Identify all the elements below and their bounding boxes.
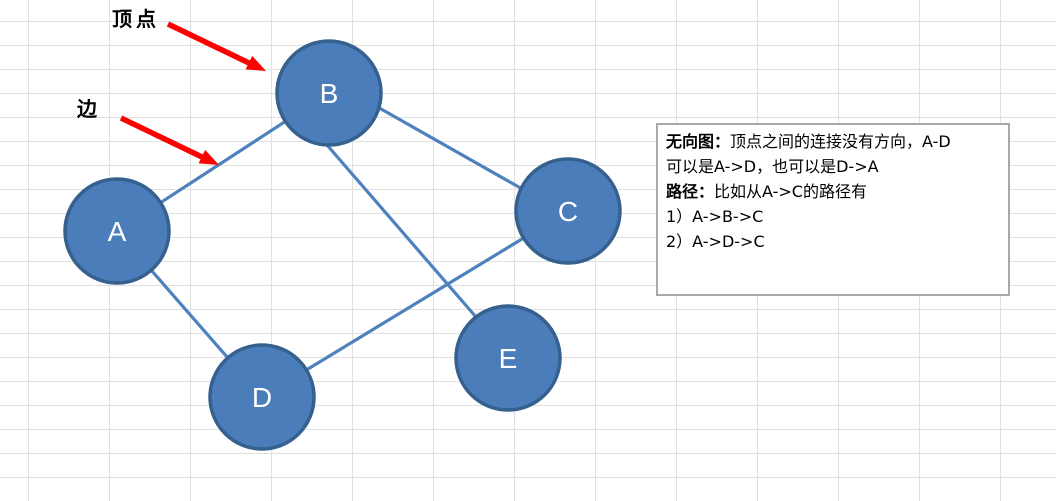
node-label-D: D: [252, 382, 272, 413]
vertex-callout-label: 顶点: [112, 7, 160, 31]
node-A[interactable]: A: [63, 177, 171, 285]
node-label-B: B: [320, 78, 339, 109]
node-label-E: E: [499, 343, 518, 374]
node-label-C: C: [558, 196, 578, 227]
node-B[interactable]: B: [275, 39, 383, 147]
term-path: 路径：: [666, 182, 715, 201]
textbox-line-1: 无向图：顶点之间的连接没有方向，A-D: [666, 132, 951, 151]
node-circle-E[interactable]: [454, 304, 562, 412]
edge-arrow-shaft: [119, 115, 204, 160]
node-label-A: A: [108, 216, 127, 247]
edge-callout-label: 边: [76, 97, 101, 121]
node-circle-C[interactable]: [514, 157, 622, 265]
vertex-callout-arrow-icon[interactable]: [166, 21, 266, 71]
edge-callout-arrow-icon[interactable]: [119, 115, 219, 165]
textbox-line-2: 可以是A->D，也可以是D->A: [666, 157, 879, 176]
textbox-line-3: 路径：比如从A->C的路径有: [666, 182, 867, 201]
node-circle-B[interactable]: [275, 39, 383, 147]
edge-line-D-C[interactable]: [261, 209, 569, 399]
term-undirected-graph: 无向图：: [666, 132, 731, 151]
vertex-arrow-shaft: [166, 21, 251, 66]
vertex-arrow-head: [245, 55, 266, 71]
node-C[interactable]: C: [514, 157, 622, 265]
explanation-textbox[interactable]: 无向图：顶点之间的连接没有方向，A-D 可以是A->D，也可以是D->A 路径：…: [656, 123, 1010, 296]
textbox-line-5: 2）A->D->C: [666, 232, 765, 251]
textbox-line-4: 1）A->B->C: [666, 207, 764, 226]
node-circle-A[interactable]: [63, 177, 171, 285]
node-circle-D[interactable]: [208, 343, 316, 451]
node-E[interactable]: E: [454, 304, 562, 412]
edge-line-B-C[interactable]: [373, 103, 525, 192]
edge-line-B-E[interactable]: [325, 143, 478, 319]
edge-arrow-head: [198, 149, 219, 165]
node-D[interactable]: D: [208, 343, 316, 451]
